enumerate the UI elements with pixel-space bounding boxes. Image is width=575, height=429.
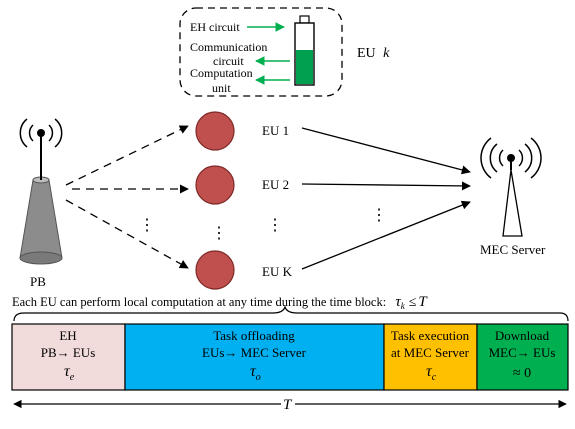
phase-eh-tau: τ [64, 363, 71, 380]
euk-label: EU K [262, 264, 293, 279]
pb-label: PB [30, 274, 46, 289]
phase-exec-sub: c [432, 372, 437, 383]
euk-to-server-arrow [301, 200, 471, 270]
total-duration-label: T [283, 397, 293, 413]
eu1-label: EU 1 [262, 123, 289, 138]
eu1-to-server-arrow [301, 127, 471, 175]
ellipsis-nodes: ⋮ [211, 225, 227, 242]
communication-label-line1: Communication [190, 40, 267, 54]
pb-tower-icon [19, 118, 63, 265]
phase-download-symbol: ≈ 0 [513, 366, 531, 381]
phase-exec-symbol: τc [426, 363, 437, 383]
communication-label-line2: circuit [213, 54, 244, 68]
eu2-label: EU 2 [262, 177, 289, 192]
ellipsis-uplinks: ⋮ [371, 207, 387, 224]
mec-server-tower-icon [480, 137, 542, 237]
phase-exec-line1: Task execution [391, 328, 470, 343]
pb-to-eu1-arrow [65, 125, 189, 186]
ellipsis-arrows: ⋮ [139, 217, 155, 234]
phase-download-line2: MEC→ EUs [489, 345, 556, 360]
phase-eh-line1: EH [59, 328, 76, 343]
eu-k-label: EU k [357, 46, 390, 61]
eu-k-detail-box: EH circuit Communication circuit Computa… [179, 7, 390, 97]
phase-offload-symbol: τo [250, 363, 261, 383]
phase-eh-symbol: τe [64, 363, 75, 383]
phase-offload-line1: Task offloading [213, 328, 295, 343]
phase-offload-block [124, 323, 385, 391]
phase-eh-block [11, 323, 126, 391]
ellipsis-labels: ⋮ [267, 217, 283, 234]
server-label: MEC Server [480, 242, 546, 257]
phase-eh-line2: PB→ EUs [41, 345, 96, 360]
battery-icon [294, 15, 315, 86]
phase-download-line1: Download [495, 328, 550, 343]
timeline-caption-text: Each EU can perform local computation at… [12, 295, 386, 309]
eu1-node [195, 111, 235, 151]
phase-offload-tau: τ [250, 363, 257, 380]
eu2-node [195, 165, 235, 205]
eu-k-label-var: k [383, 46, 390, 61]
timeline-caption-rel: ≤ [409, 295, 417, 310]
eu2-to-server-arrow [301, 181, 471, 191]
timeline-brace [13, 305, 569, 322]
timeline-caption: Each EU can perform local computation at… [12, 294, 428, 311]
phase-exec-block [383, 323, 478, 391]
computation-label-line2: unit [212, 81, 231, 95]
timeline-caption-var: T [418, 294, 428, 310]
battery-charge [296, 50, 313, 84]
timeline-caption-tau: τ [395, 294, 401, 310]
total-label-bg [281, 396, 295, 410]
eh-circuit-label: EH circuit [190, 20, 240, 34]
computation-label-line1: Computation [190, 66, 253, 80]
timeline-bar [11, 323, 569, 391]
eu-k-label-text: EU [357, 46, 376, 61]
phase-exec-line2: at MEC Server [391, 345, 470, 360]
pb-to-euk-arrow [65, 199, 189, 269]
phase-offload-sub: o [256, 372, 261, 383]
timeline-caption-sub: k [401, 301, 406, 311]
phase-offload-line2: EUs→ MEC Server [202, 345, 307, 360]
euk-node [195, 250, 235, 290]
phase-eh-sub: e [70, 372, 75, 383]
phase-exec-tau: τ [426, 363, 433, 380]
phase-download-block [476, 323, 569, 391]
dashed-box [179, 7, 343, 97]
